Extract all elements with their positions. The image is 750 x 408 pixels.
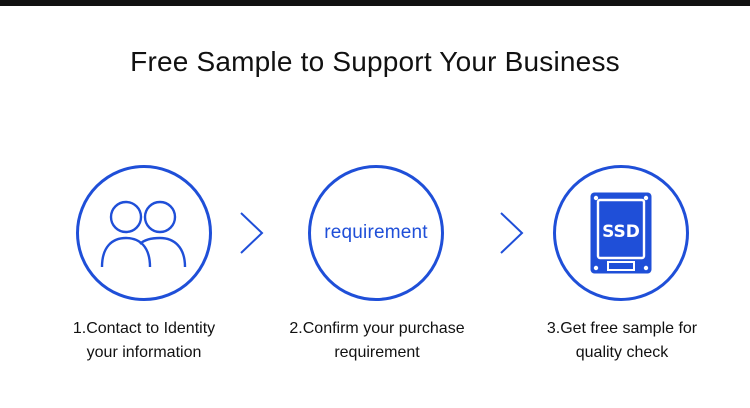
users-icon xyxy=(100,200,187,268)
page-title: Free Sample to Support Your Business xyxy=(130,46,620,77)
arrow-right-icon xyxy=(240,212,264,254)
step-3-caption-line2: quality check xyxy=(575,344,669,361)
step-1-caption-line1: 1.Contact to Identity xyxy=(72,320,216,337)
step-1-caption: 1.Contact to Identity your information xyxy=(24,317,264,365)
step-2-caption: 2.Confirm your purchase requirement xyxy=(257,317,497,365)
step-2-circle: requirement xyxy=(308,165,444,301)
step-1-circle xyxy=(76,165,212,301)
step-3-circle: SSD xyxy=(553,165,689,301)
ssd-label: SSD xyxy=(602,222,640,242)
step-2-caption-line1: 2.Confirm your purchase xyxy=(289,320,465,337)
step-2-circle-text: requirement xyxy=(324,222,428,243)
step-3-caption: 3.Get free sample for quality check xyxy=(502,317,742,365)
step-2-caption-line2: requirement xyxy=(334,344,420,361)
arrow-right-icon xyxy=(500,212,524,254)
top-bar xyxy=(0,0,750,6)
ssd-icon: SSD xyxy=(590,192,652,274)
step-1-caption-line2: your information xyxy=(86,344,202,361)
step-3-caption-line1: 3.Get free sample for xyxy=(546,320,698,337)
